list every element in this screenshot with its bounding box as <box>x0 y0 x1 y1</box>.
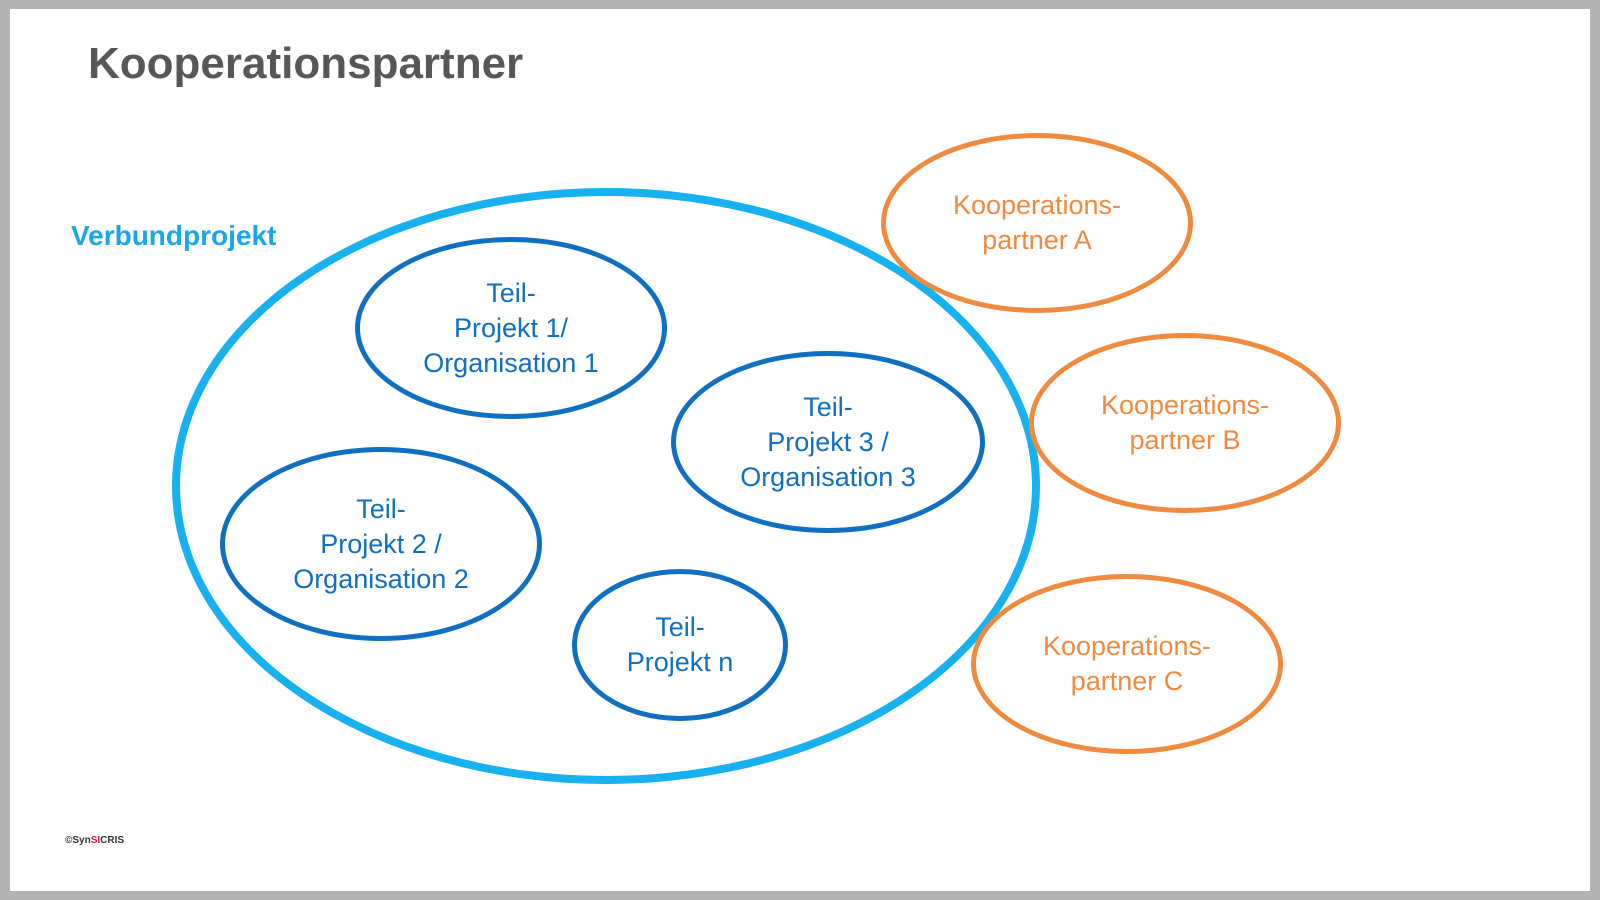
subproject-2-ellipse: Teil- Projekt 2 / Organisation 2 <box>220 447 542 641</box>
copyright-accent: SI <box>90 835 101 846</box>
subproject-1-ellipse: Teil- Projekt 1/ Organisation 1 <box>355 237 667 419</box>
copyright-suffix: CRIS <box>100 835 125 846</box>
subproject-n-label: Teil- Projekt n <box>626 612 734 677</box>
slide: Kooperationspartner Verbundprojekt Teil-… <box>10 9 1590 891</box>
partner-c-label: Kooperations- partner C <box>1042 631 1212 696</box>
copyright-notice: ©SynSICRIS <box>65 835 124 846</box>
subproject-3-label: Teil- Projekt 3 / Organisation 3 <box>740 391 916 492</box>
partner-a-label: Kooperations- partner A <box>952 190 1122 255</box>
subproject-3-ellipse: Teil- Projekt 3 / Organisation 3 <box>671 351 985 533</box>
page-title: Kooperationspartner <box>88 39 524 88</box>
copyright-prefix: ©Syn <box>65 835 91 846</box>
subproject-1-label: Teil- Projekt 1/ Organisation 1 <box>423 277 599 378</box>
partner-c-ellipse: Kooperations- partner C <box>971 574 1283 754</box>
partner-b-ellipse: Kooperations- partner B <box>1029 333 1341 513</box>
subproject-n-ellipse: Teil- Projekt n <box>572 569 788 721</box>
verbundprojekt-ellipse <box>172 188 1040 784</box>
subproject-2-label: Teil- Projekt 2 / Organisation 2 <box>293 493 469 594</box>
partner-b-label: Kooperations- partner B <box>1100 390 1270 455</box>
partner-a-ellipse: Kooperations- partner A <box>881 133 1193 313</box>
verbundprojekt-label: Verbundprojekt <box>71 220 277 251</box>
